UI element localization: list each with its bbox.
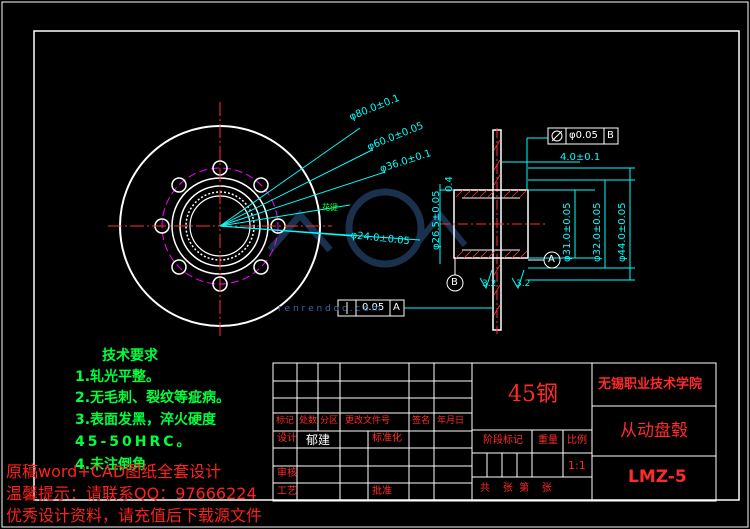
datum-a: A [548,254,555,265]
front-view [108,102,421,338]
dim-d32: φ32.0±0.05 [592,202,603,262]
dim-d31: φ31.0±0.05 [562,202,573,262]
gtol-bottom-value: 0.05 [362,302,385,313]
label-sign: 签名 [412,416,431,426]
tech-item-1: 1.轧光平整。 [75,369,161,385]
dim-d265: φ26.5±0.05 [431,190,442,250]
watermark-line-1: 原稿word+CAD图纸全套设计 [6,462,222,481]
gtol-frame-top [547,127,619,145]
watermark-line-3: 优秀设计资料，请充值后下载源文件 [6,506,263,525]
gtol-top-value: φ0.05 [569,130,598,141]
label-standardize: 标准化 [372,433,402,444]
gtol-bottom-datum: A [393,302,400,313]
watermark-site: r e n r e n d o c . c o m [278,304,381,314]
watermark-line-2: 温馨提示：请联系QQ：97666224 [6,484,257,503]
rough-right: 3.2 [516,279,531,289]
label-review: 审核 [277,468,297,479]
tech-heading: 技术要求 [102,348,158,364]
school-name: 无锡职业技术学院 [598,377,703,392]
label-mark: 标记 [276,416,295,426]
label-design: 设计 [277,433,297,444]
section-view [439,128,635,334]
label-craft: 工艺 [277,486,297,497]
label-count: 处数 [299,416,318,426]
spline-note: 花键 [322,203,338,212]
material: 45钢 [508,382,558,407]
tech-item-4: 45-50HRC。 [75,434,194,450]
tech-item-2: 2.无毛刺、裂纹等疵病。 [75,390,231,406]
dim-len4: 4.0±0.1 [560,152,601,163]
dim-len04: 0.4 [444,176,455,192]
gtol-frame-bottom [337,299,493,317]
drawing-number: LMZ-5 [628,467,687,487]
inner-frame [33,30,740,501]
rough-left: 3.2 [482,279,497,289]
scale-value: 1:1 [568,459,586,472]
label-zone: 分区 [320,416,339,426]
label-ratio: 比例 [567,435,587,446]
label-stage: 阶段标记 [483,435,523,446]
tech-item-3: 3.表面发黑，淬火硬度 [75,412,217,428]
part-name: 从动盘毂 [620,421,688,441]
label-weight: 重量 [538,435,558,446]
label-approve: 批准 [372,486,392,497]
label-change-doc: 更改文件号 [345,416,391,426]
gtol-top-datum: B [607,130,614,141]
label-sheets: 共 张 第 张 [480,483,552,494]
datum-b: B [451,277,458,288]
tech-item-5: 4.未注倒角 [75,457,147,473]
label-date: 年月日 [437,416,465,426]
dim-d44: φ44.0±0.05 [617,202,628,262]
title-block [272,362,717,502]
designer-name: 郁建 [306,433,331,447]
